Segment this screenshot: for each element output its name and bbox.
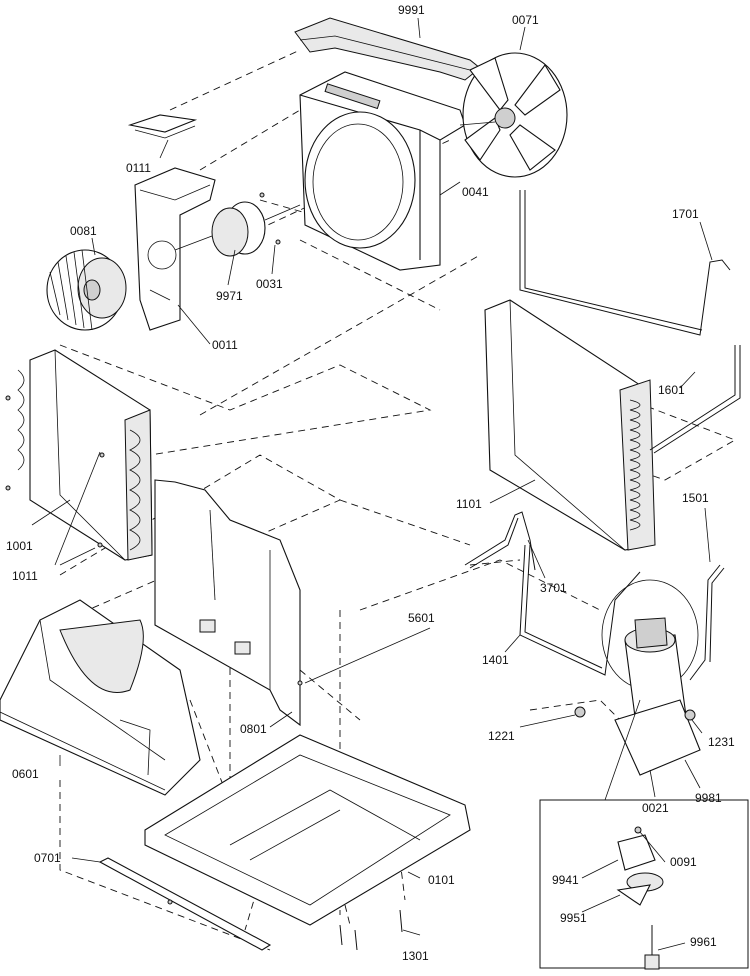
label-9961: 9961 (690, 935, 717, 949)
tubing-part-3701 (464, 511, 536, 571)
label-1401: 1401 (482, 653, 509, 667)
evaporator-coil-part-1001 (5, 349, 153, 561)
blower-wheel-part-0081 (46, 249, 127, 331)
label-0041: 0041 (462, 185, 489, 199)
bracket-part-0111 (127, 114, 198, 139)
label-1011: 1011 (12, 569, 38, 583)
partition-part-0801 (154, 479, 303, 727)
tubing-part-1601 (649, 345, 741, 454)
motor-mount-part-0011 (134, 167, 216, 331)
label-9941: 9941 (552, 873, 579, 887)
tubing-part-1501 (689, 564, 725, 681)
label-9971: 9971 (216, 289, 243, 303)
leader-lines (31, 17, 713, 951)
label-0601: 0601 (12, 767, 39, 781)
label-1221: 1221 (488, 729, 515, 743)
label-1601: 1601 (658, 383, 685, 397)
label-0021: 0021 (642, 801, 669, 815)
shroud-part-0041 (299, 71, 466, 271)
condenser-coil-part-1101 (484, 299, 656, 551)
label-9981: 9981 (695, 791, 722, 805)
screws-part-1301 (339, 909, 403, 951)
drain-pan-part-0601 (0, 599, 201, 796)
label-9991: 9991 (398, 3, 425, 17)
inset-detail-box (539, 699, 749, 970)
part-number-labels: 9991 0071 0111 0081 0041 1701 9971 0031 … (6, 3, 735, 963)
base-part-0101 (144, 734, 471, 926)
tubing-part-1701 (519, 190, 731, 336)
label-5601: 5601 (408, 611, 435, 625)
label-0081: 0081 (70, 224, 97, 238)
rail-part-0701 (98, 857, 272, 951)
label-0701: 0701 (34, 851, 61, 865)
label-0071: 0071 (512, 13, 539, 27)
label-3701: 3701 (540, 581, 567, 595)
label-0801: 0801 (240, 722, 267, 736)
compressor-part-0021 (574, 579, 701, 776)
label-1231: 1231 (708, 735, 735, 749)
label-0101: 0101 (428, 873, 455, 887)
label-1001: 1001 (6, 539, 33, 553)
label-0011: 0011 (212, 338, 238, 352)
label-1501: 1501 (682, 491, 709, 505)
label-9951: 9951 (560, 911, 587, 925)
label-1101: 1101 (456, 497, 482, 511)
label-1701: 1701 (672, 207, 699, 221)
label-0111: 0111 (126, 161, 151, 175)
axial-fan-part-0071 (459, 52, 568, 178)
top-cover-part-9991 (294, 17, 481, 81)
label-1301: 1301 (402, 949, 429, 963)
label-0031: 0031 (256, 277, 283, 291)
label-0091: 0091 (670, 855, 697, 869)
motor-part-9971 (174, 192, 301, 257)
tubing-part-1401 (519, 544, 641, 676)
